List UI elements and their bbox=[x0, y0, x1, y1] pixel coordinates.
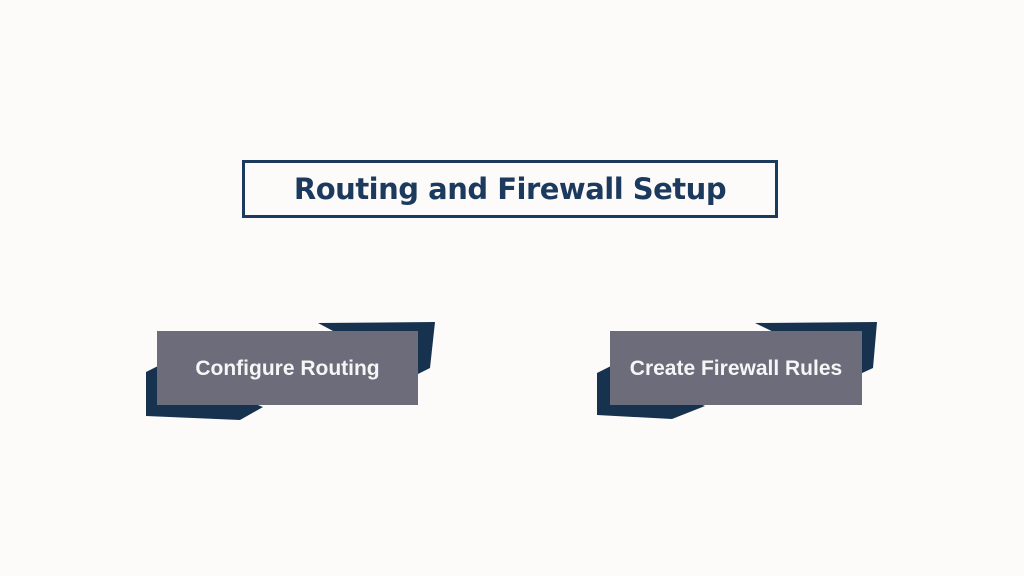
node-configure-routing: Configure Routing bbox=[145, 318, 445, 423]
ribbon-shape bbox=[597, 322, 877, 419]
node-plate bbox=[610, 331, 862, 405]
node-label: Create Firewall Rules bbox=[629, 356, 843, 380]
node-label: Configure Routing bbox=[195, 356, 380, 380]
title-box: Routing and Firewall Setup bbox=[242, 160, 778, 218]
node-create-firewall-rules: Create Firewall Rules bbox=[585, 318, 885, 423]
page-title: Routing and Firewall Setup bbox=[293, 172, 727, 206]
ribbon-shape bbox=[146, 322, 435, 420]
node-plate bbox=[157, 331, 418, 405]
